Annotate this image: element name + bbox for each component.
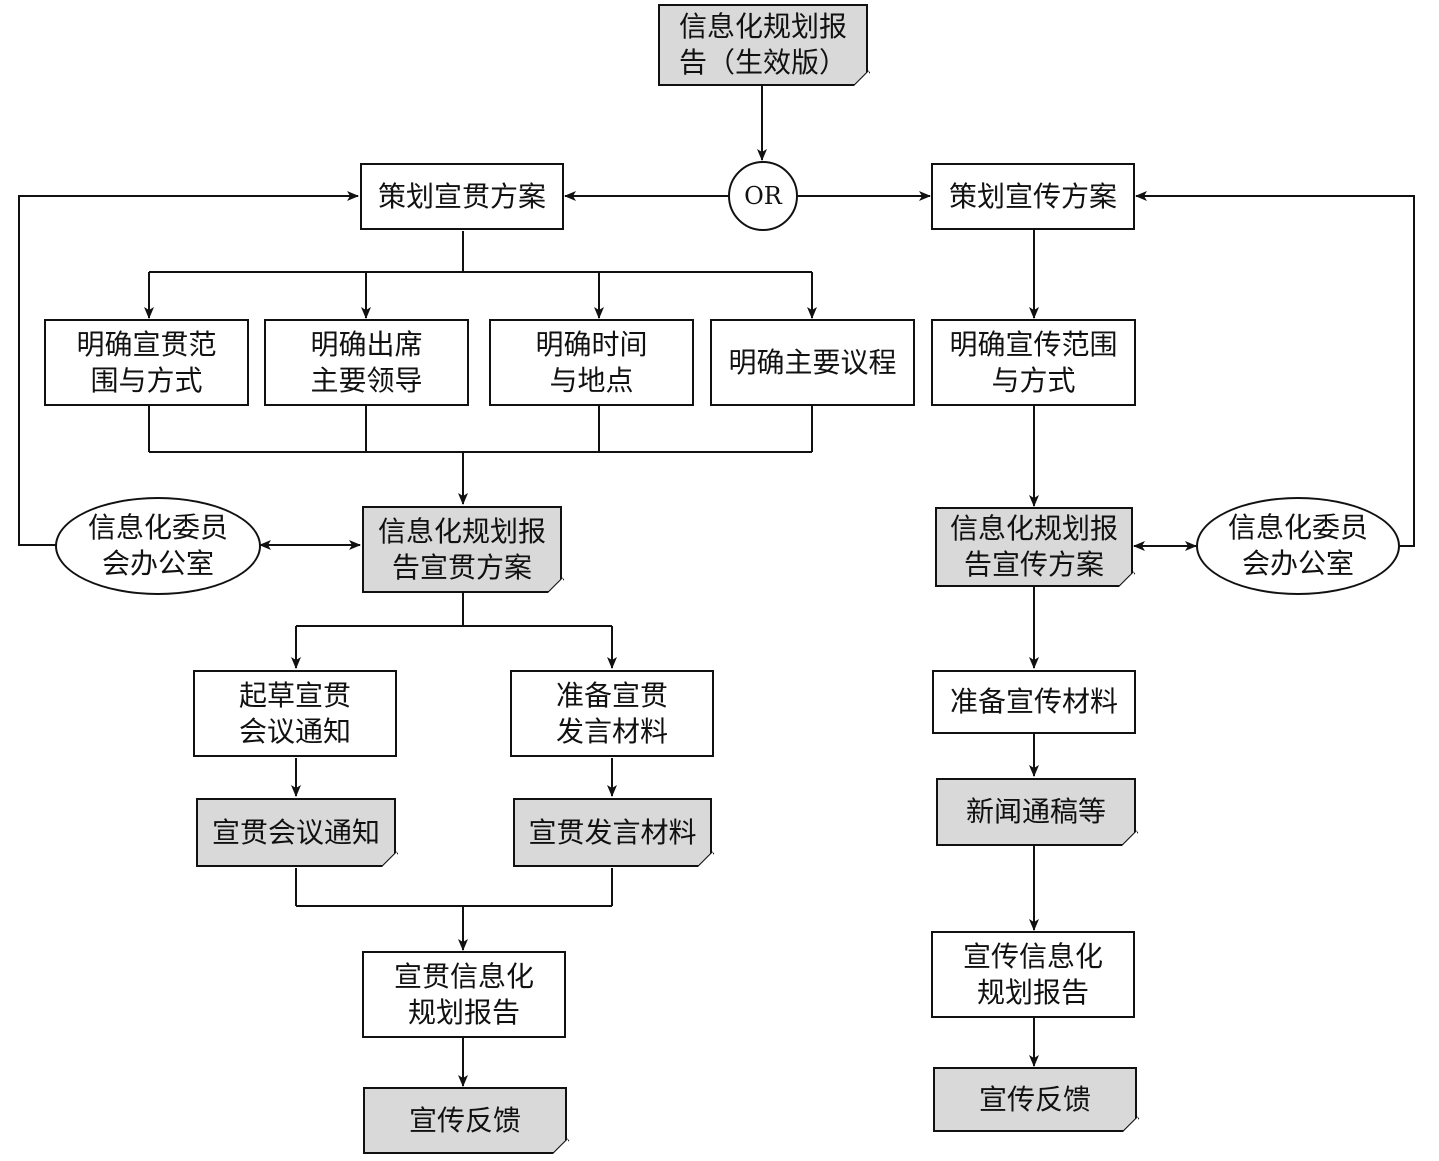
publicity-scope-box: 明确宣传范围 与方式 xyxy=(931,319,1136,406)
plan-publicity-label: 策划宣传方案 xyxy=(948,179,1117,213)
speech-material-doc: 宣贯发言材料 xyxy=(513,798,713,868)
office-right-label: 信息化委员 会办公室 xyxy=(1227,511,1368,580)
implement-report-label: 宣贯信息化 规划报告 xyxy=(393,959,534,1029)
publicity-scope-label: 明确宣传范围 与方式 xyxy=(949,327,1118,397)
publicity-report-box: 宣传信息化 规划报告 xyxy=(931,931,1135,1018)
feedback-right-doc: 宣传反馈 xyxy=(933,1067,1138,1133)
scope-method-label: 明确宣贯范 围与方式 xyxy=(76,327,217,397)
meeting-notice-doc: 宣贯会议通知 xyxy=(196,798,397,868)
attending-leaders-label: 明确出席 主要领导 xyxy=(310,327,423,397)
time-place-box: 明确时间 与地点 xyxy=(489,319,694,406)
feedback-left-doc: 宣传反馈 xyxy=(363,1087,568,1155)
implement-report-box: 宣贯信息化 规划报告 xyxy=(362,951,566,1038)
attending-leaders-box: 明确出席 主要领导 xyxy=(264,319,469,406)
scope-method-box: 明确宣贯范 围与方式 xyxy=(44,319,249,406)
plan-implement-label: 策划宣贯方案 xyxy=(377,179,546,213)
meeting-notice-doc-label: 宣贯会议通知 xyxy=(211,815,380,849)
press-release-doc-label: 新闻通稿等 xyxy=(965,795,1106,828)
press-release-doc: 新闻通稿等 xyxy=(936,778,1137,847)
time-place-label: 明确时间 与地点 xyxy=(535,327,648,397)
office-left-label: 信息化委员 会办公室 xyxy=(87,511,228,580)
main-agenda-box: 明确主要议程 xyxy=(710,319,915,406)
plan-implement-box: 策划宣贯方案 xyxy=(360,163,564,230)
publicity-plan-doc: 信息化规划报 告宣传方案 xyxy=(935,507,1134,588)
plan-publicity-box: 策划宣传方案 xyxy=(931,163,1135,230)
feedback-right-label: 宣传反馈 xyxy=(978,1082,1091,1116)
prepare-publicity-material-label: 准备宣传材料 xyxy=(949,685,1118,718)
report-effective-doc: 信息化规划报 告（生效版） xyxy=(658,4,869,87)
report-effective-label: 信息化规划报 告（生效版） xyxy=(678,10,847,79)
feedback-left-label: 宣传反馈 xyxy=(408,1103,521,1137)
prepare-speech-box: 准备宣贯 发言材料 xyxy=(510,670,714,757)
prepare-speech-label: 准备宣贯 发言材料 xyxy=(555,678,668,748)
draft-notice-label: 起草宣贯 会议通知 xyxy=(238,678,351,748)
draft-notice-box: 起草宣贯 会议通知 xyxy=(193,670,397,757)
implement-plan-doc: 信息化规划报 告宣贯方案 xyxy=(362,506,563,594)
prepare-publicity-material-box: 准备宣传材料 xyxy=(932,670,1136,734)
office-right-oval: 信息化委员 会办公室 xyxy=(1196,497,1400,595)
or-label: OR xyxy=(744,182,782,210)
office-left-oval: 信息化委员 会办公室 xyxy=(55,497,261,595)
edge-office-right-to-plan xyxy=(1135,191,1415,547)
or-gateway: OR xyxy=(728,161,798,231)
edge-office-left-to-plan xyxy=(18,191,359,546)
publicity-plan-doc-label: 信息化规划报 告宣传方案 xyxy=(949,512,1118,581)
speech-material-doc-label: 宣贯发言材料 xyxy=(528,815,697,849)
publicity-report-label: 宣传信息化 规划报告 xyxy=(962,939,1103,1009)
main-agenda-label: 明确主要议程 xyxy=(728,345,897,379)
implement-plan-doc-label: 信息化规划报 告宣贯方案 xyxy=(377,514,546,584)
